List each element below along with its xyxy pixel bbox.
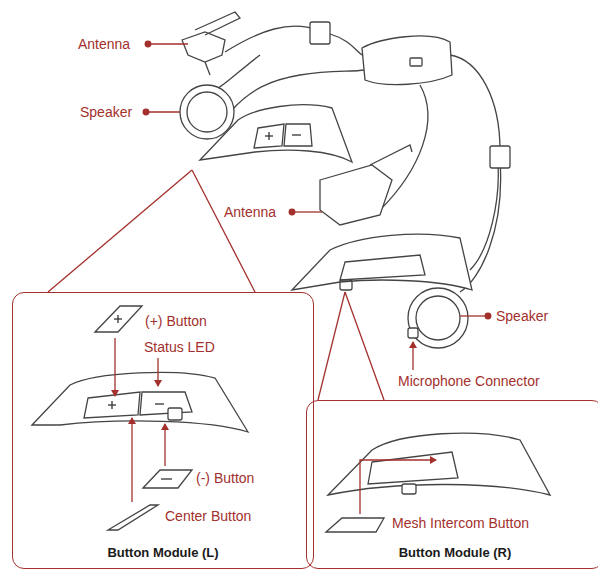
part-label: Microphone Connector [398, 373, 540, 389]
callout-panel: Button Module (L) [12, 292, 314, 569]
part-label: Antenna [78, 36, 130, 52]
panel-title: Button Module (L) [13, 545, 313, 560]
panel-title: Button Module (R) [307, 545, 598, 560]
callout-panel: Button Module (R) [306, 400, 598, 569]
part-label: (+) Button [145, 313, 207, 329]
part-label: Antenna [224, 204, 276, 220]
part-label: Speaker [80, 104, 132, 120]
part-label: Speaker [496, 308, 548, 324]
part-label: Center Button [165, 508, 251, 524]
part-label: (-) Button [196, 470, 254, 486]
part-label: Mesh Intercom Button [392, 515, 529, 531]
part-label: Status LED [144, 339, 215, 355]
